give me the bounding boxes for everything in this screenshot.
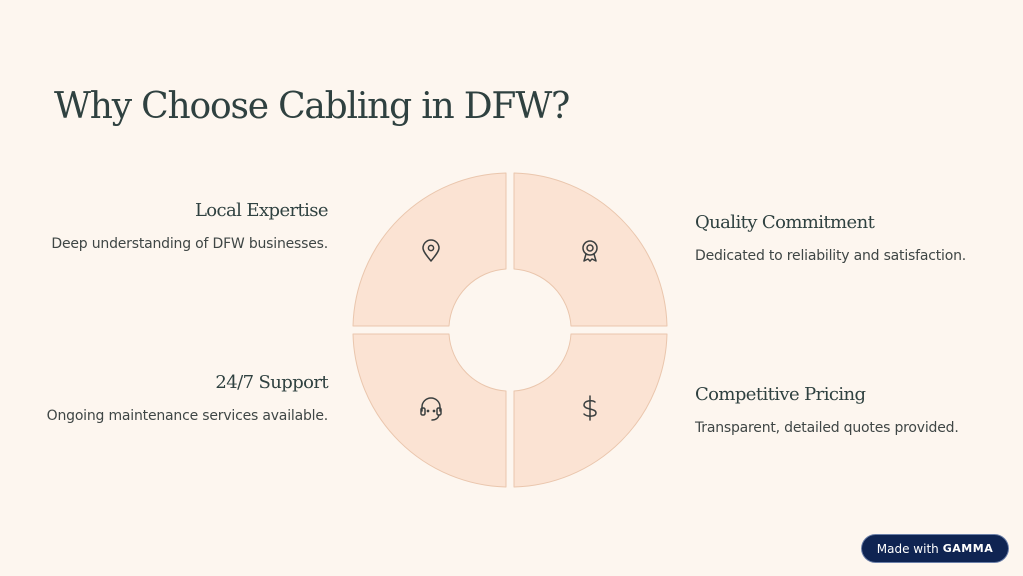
map-pin-icon (422, 239, 440, 262)
award-ribbon-icon (582, 240, 598, 262)
feature-description: Transparent, detailed quotes provided. (695, 420, 959, 436)
ring-segment-top-right (513, 172, 668, 327)
feature-description: Dedicated to reliability and satisfactio… (695, 248, 966, 264)
feature-description: Deep understanding of DFW businesses. (51, 236, 328, 252)
made-with-gamma-badge[interactable]: Made with GAMMA (862, 535, 1008, 562)
gamma-logo: GAMMA (942, 542, 994, 555)
dollar-icon (583, 395, 597, 421)
ring-segment-bottom-left (352, 333, 507, 488)
feature-quality-commitment: Quality Commitment Dedicated to reliabil… (695, 212, 985, 269)
feature-heading: Local Expertise (194, 200, 329, 221)
badge-prefix: Made with (876, 541, 939, 556)
ring-diagram (340, 160, 680, 500)
feature-support: 24/7 Support Ongoing maintenance service… (38, 372, 329, 429)
feature-heading: Quality Commitment (695, 212, 875, 233)
feature-heading: Competitive Pricing (695, 384, 866, 405)
feature-heading: 24/7 Support (215, 372, 328, 393)
headset-icon (420, 397, 442, 421)
feature-description: Ongoing maintenance services available. (46, 408, 329, 424)
page-title: Why Choose Cabling in DFW? (54, 86, 570, 127)
feature-local-expertise: Local Expertise Deep understanding of DF… (38, 200, 328, 257)
feature-competitive-pricing: Competitive Pricing Transparent, detaile… (695, 384, 985, 441)
